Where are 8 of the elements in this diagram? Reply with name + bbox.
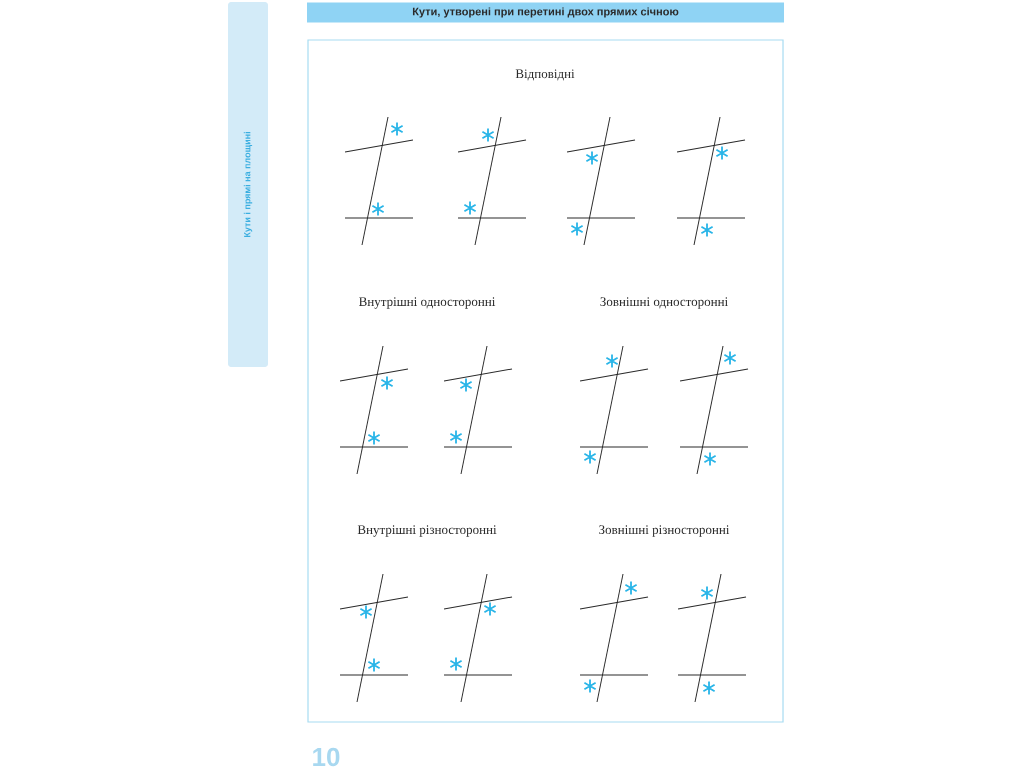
- section-heading: Зовнішні односторонні: [600, 297, 728, 309]
- side-tab: Кути і прямі на площині: [228, 2, 268, 367]
- title-band: Кути, утворені при перетині двох прямих січною: [307, 2, 784, 23]
- page-number: 10: [313, 747, 340, 767]
- section-heading: Внутрішні односторонні: [359, 297, 496, 309]
- section-heading: Внутрішні різносторонні: [357, 525, 497, 537]
- section-heading: Зовнішні різносторонні: [599, 525, 730, 537]
- section-heading: Відповідні: [515, 69, 575, 81]
